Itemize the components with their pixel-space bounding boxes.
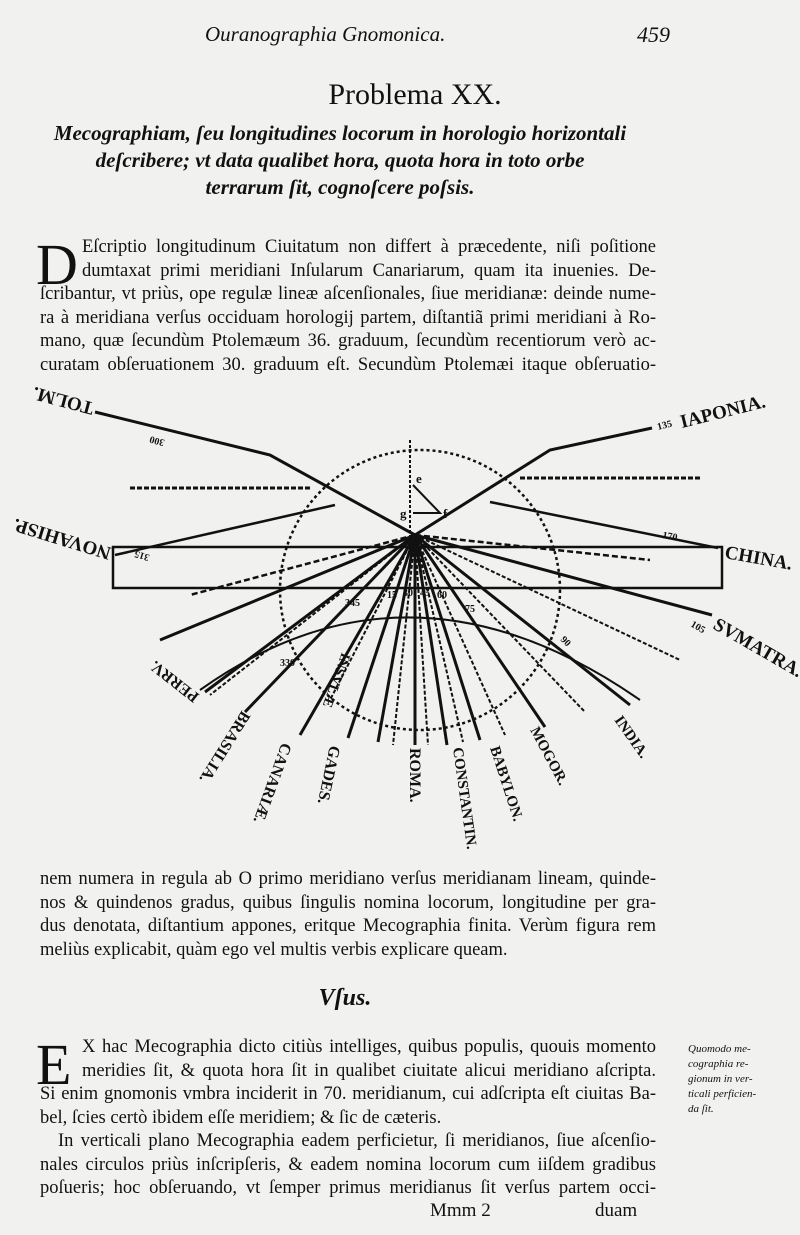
line-constantin bbox=[413, 534, 449, 746]
equinoctial-arc bbox=[199, 616, 641, 701]
degree-135: 135 bbox=[656, 419, 673, 433]
text-line: meridies ſit, & quota hora ſit in qualib… bbox=[82, 1060, 656, 1081]
text-line: X hac Mecographia dicto citiùs intellige… bbox=[82, 1037, 656, 1057]
text-line: mano, quæ ſecundùm Ptolemæum 36. graduum… bbox=[40, 331, 656, 351]
problem-title: Problema XX. bbox=[328, 78, 502, 111]
running-header: Ouranographia Gnomonica. 459 bbox=[200, 22, 670, 52]
degree-330: 330 bbox=[280, 658, 295, 669]
text-line: dus denotata, diſtantium appones, eritqu… bbox=[40, 916, 656, 936]
text-line: poſueris; hoc obſeruando, vt ſemper prim… bbox=[40, 1178, 656, 1198]
note-line: gionum in ver- bbox=[688, 1073, 753, 1085]
degree-105: 105 bbox=[689, 619, 707, 636]
line-brasilia bbox=[243, 533, 417, 714]
degree-300: 300 bbox=[148, 433, 165, 448]
text-line: nos & quindenos gradus, quibus ſingulis … bbox=[40, 892, 656, 913]
point-e: e bbox=[416, 471, 422, 486]
label-roma: ROMA. bbox=[406, 748, 423, 803]
drop-cap: D bbox=[36, 232, 78, 297]
degree-170: 170 bbox=[661, 530, 678, 543]
text-line: bel, ſcies certò ibidem eſſe meridiem; &… bbox=[40, 1107, 442, 1128]
line-tolm bbox=[94, 410, 416, 537]
page-number: 459 bbox=[637, 22, 670, 47]
label-babylon: BABYLON. bbox=[486, 744, 525, 823]
text-line: meliùs explicabit, quàm ego vel multis v… bbox=[40, 939, 508, 960]
label-china: CHINA. bbox=[723, 542, 794, 575]
label-insulae: INSVLÆ bbox=[319, 651, 353, 710]
label-iaponia: IAPONIA. bbox=[678, 391, 768, 432]
usus-paragraph: E X hac Mecographia dicto citiùs intelli… bbox=[36, 1036, 656, 1201]
line-novahisp bbox=[114, 503, 336, 557]
label-india: INDIA. bbox=[611, 713, 652, 762]
statement-line: terrarum ſit, cognoſcere poſsis. bbox=[205, 175, 475, 199]
line-china bbox=[489, 500, 719, 550]
label-gades: GADES. bbox=[314, 744, 343, 805]
paragraph-2: nem numera in regula ab O primo meridian… bbox=[40, 868, 656, 962]
text-line: Si enim gnomonis vmbra inciderit in 70. … bbox=[40, 1084, 656, 1104]
text-line: In verticali plano Mecographia eadem per… bbox=[58, 1131, 656, 1151]
point-g: g bbox=[400, 506, 407, 521]
degree-345: 345 bbox=[345, 598, 360, 609]
note-line: da ſit. bbox=[688, 1103, 714, 1115]
label-tolm: TOLM. bbox=[31, 382, 97, 418]
problem-statement: Mecographiam, ſeu longitudines locorum i… bbox=[20, 120, 660, 201]
degree-90: 90 bbox=[558, 634, 573, 649]
note-line: Quomodo me- bbox=[688, 1043, 751, 1055]
line-sumatra bbox=[414, 533, 713, 617]
label-brasilia: BRASILIA. bbox=[195, 708, 253, 786]
line-babylon bbox=[413, 534, 482, 741]
running-title: Ouranographia Gnomonica. bbox=[205, 22, 446, 46]
degree-60: 60 bbox=[437, 590, 447, 601]
line-mogor bbox=[413, 534, 547, 728]
label-constantin: CONSTANTIN. bbox=[449, 746, 479, 850]
margin-note: Quomodo me- cographia re- gionum in ver-… bbox=[688, 1042, 788, 1117]
label-canariae: CANARIÆ. bbox=[250, 741, 295, 826]
label-sumatra: SVMATRA. bbox=[710, 614, 800, 682]
line-canariae bbox=[298, 534, 417, 736]
note-line: ticali perficien- bbox=[688, 1088, 757, 1100]
text-line: ſcribantur, vt priùs, ope regulæ lineæ a… bbox=[40, 284, 656, 304]
note-line: cographia re- bbox=[688, 1058, 749, 1070]
label-mogor: MOGOR. bbox=[526, 724, 570, 788]
text-line: Eſcriptio longitudinum Ciuitatum non dif… bbox=[82, 237, 656, 257]
degree-315: 315 bbox=[133, 548, 151, 563]
signature-mark: Mmm 2 bbox=[430, 1200, 491, 1221]
text-line: curatam obſeruationem 30. graduum eſt. S… bbox=[40, 354, 656, 375]
label-perru: PERRV. bbox=[147, 657, 202, 705]
paragraph-1: D Eſcriptio longitudinum Ciuitatum non d… bbox=[36, 236, 656, 377]
line-india bbox=[414, 533, 631, 707]
label-novahisp: NOVAHISP. bbox=[11, 514, 114, 564]
catchword: duam bbox=[595, 1200, 638, 1221]
statement-line: Mecographiam, ſeu longitudines locorum i… bbox=[53, 121, 627, 145]
degree-45: 45 bbox=[420, 588, 430, 599]
drop-cap: E bbox=[36, 1032, 72, 1097]
point-f: f bbox=[443, 506, 448, 521]
usus-heading: Vſus. bbox=[318, 985, 372, 1011]
line-iaponia bbox=[414, 426, 653, 537]
line-gades bbox=[346, 534, 417, 739]
text-line: nem numera in regula ab O primo meridian… bbox=[40, 869, 656, 889]
degree-30: 30 bbox=[403, 588, 413, 599]
degree-75: 75 bbox=[465, 604, 475, 615]
degree-15: 15 bbox=[387, 590, 397, 601]
text-line: ra à meridiana verſus occiduam horologij… bbox=[40, 307, 656, 328]
statement-line: deſcribere; vt data qualibet hora, quota… bbox=[95, 148, 585, 172]
text-line: dumtaxat primi meridiani Inſularum Canar… bbox=[82, 260, 656, 281]
text-line: nales circulos priùs inſcripſeris, & ead… bbox=[40, 1154, 656, 1175]
